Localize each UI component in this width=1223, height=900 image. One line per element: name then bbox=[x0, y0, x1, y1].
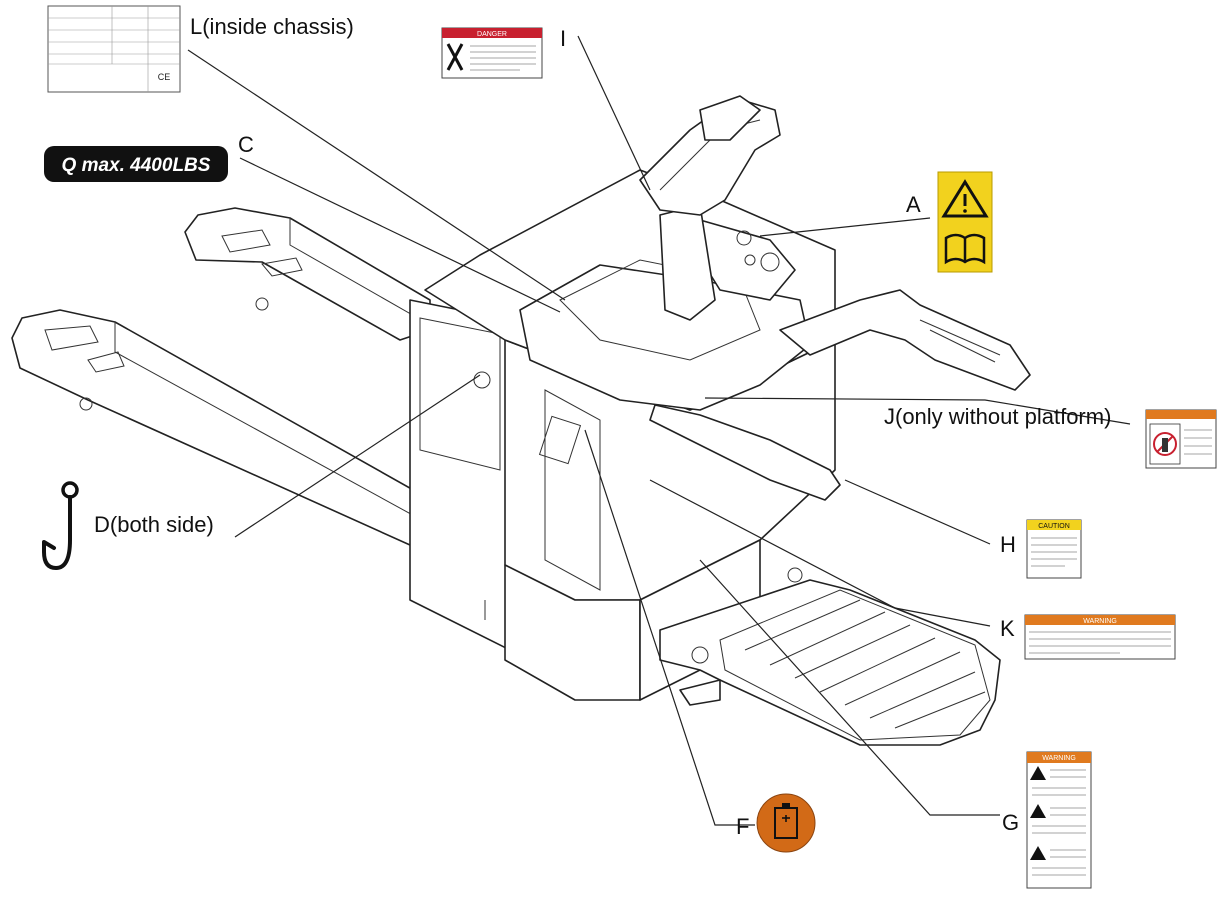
callout-k: K bbox=[1000, 616, 1015, 641]
truck-body bbox=[11, 95, 1031, 746]
pinch-hazard-icon bbox=[446, 43, 464, 71]
callout-g: G bbox=[1002, 810, 1019, 835]
callout-c: C bbox=[238, 132, 254, 157]
caution-header: CAUTION bbox=[1038, 523, 1070, 530]
manual-book-icon bbox=[944, 233, 986, 265]
capacity-decal: Q max. 4400LBS bbox=[44, 146, 228, 182]
capacity-text: Q max. 4400LBS bbox=[62, 155, 211, 176]
warning-tall-header: WARNING bbox=[1042, 755, 1076, 762]
hook-icon bbox=[42, 481, 79, 570]
warning-triangle-icon bbox=[941, 179, 989, 218]
no-riding-icon bbox=[1149, 423, 1181, 465]
warning-strip-header: WARNING bbox=[1083, 618, 1117, 625]
read-manual-decal bbox=[937, 171, 993, 273]
callout-j: J(only without platform) bbox=[884, 404, 1111, 429]
danger-decal: DANGER bbox=[441, 27, 543, 79]
callout-h: H bbox=[1000, 532, 1016, 557]
leader-lines bbox=[187, 35, 1131, 826]
warning-tall-decal: WARNING bbox=[1026, 751, 1092, 889]
battery-icon bbox=[774, 803, 798, 839]
battery-badge bbox=[756, 793, 816, 853]
callout-d: D(both side) bbox=[94, 512, 214, 537]
warning-strip-decal: WARNING bbox=[1024, 614, 1176, 660]
callout-labels: L(inside chassis) I C A J(only without p… bbox=[94, 14, 1111, 839]
callout-i: I bbox=[560, 26, 566, 51]
callout-f: F bbox=[736, 814, 749, 839]
danger-header: DANGER bbox=[477, 31, 507, 38]
no-riding-decal bbox=[1145, 409, 1217, 469]
callout-a: A bbox=[906, 192, 921, 217]
nameplate-decal: CE bbox=[47, 5, 181, 93]
ce-mark: CE bbox=[158, 72, 171, 82]
callout-l: L(inside chassis) bbox=[190, 14, 354, 39]
caution-decal: CAUTION bbox=[1026, 519, 1082, 579]
